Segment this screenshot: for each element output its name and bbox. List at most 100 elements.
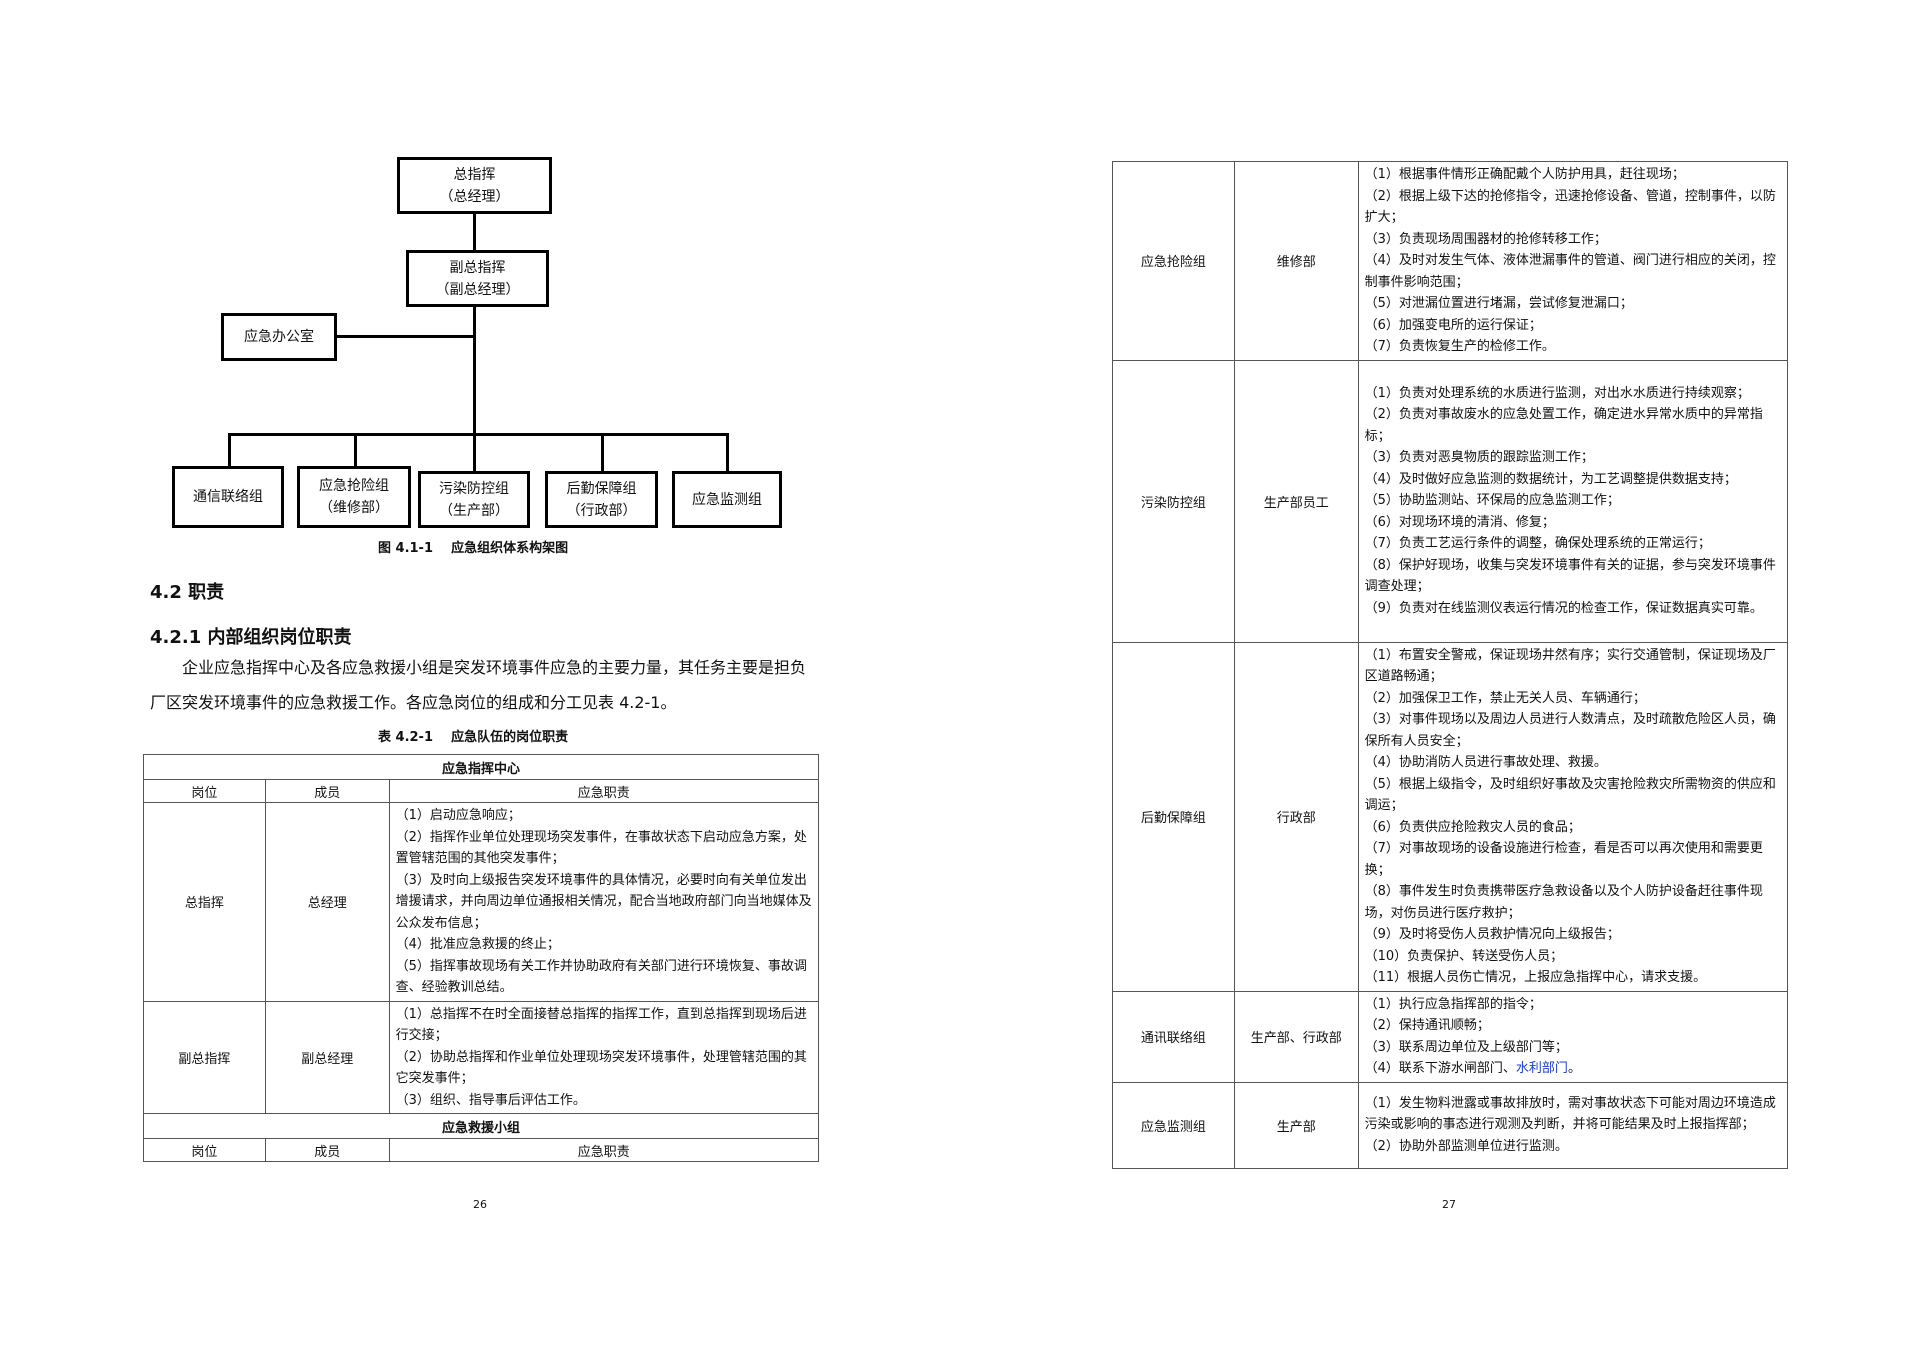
duty-item: （2）加强保卫工作，禁止无关人员、车辆通行； <box>1364 690 1646 706</box>
duty-item: （6）负责供应抢险救灾人员的食品； <box>1364 819 1581 835</box>
duty-item: （1）负责对处理系统的水质进行监测，对出水水质进行持续观察； <box>1364 385 1750 401</box>
org-box-title: 通信联络组 <box>193 489 263 505</box>
table-row: 污染防控组 生产部员工 （1）负责对处理系统的水质进行监测，对出水水质进行持续观… <box>1112 359 1789 643</box>
org-box-title: 应急监测组 <box>692 491 762 508</box>
duty-item: （5）指挥事故现场有关工作并协助政府有关部门进行环境恢复、事故调查、经验教训总结… <box>395 958 807 996</box>
duty-item: （9）负责对在线监测仪表运行情况的检查工作，保证数据真实可靠。 <box>1364 600 1763 616</box>
duty-table-continued: 应急抢险组 维修部 （1）根据事件情形正确配戴个人防护用具，赶往现场； （2）根… <box>1112 161 1789 1169</box>
connector-line <box>473 307 476 435</box>
page-27: 应急抢险组 维修部 （1）根据事件情形正确配戴个人防护用具，赶往现场； （2）根… <box>960 0 1920 1358</box>
duty-item: （10）负责保护、转送受伤人员； <box>1364 948 1564 964</box>
org-box-commander: 总指挥 （总经理） <box>397 157 552 214</box>
duty-item: （3）及时向上级报告突发环境事件的具体情况，必要时向有关单位发出增援请求，并向周… <box>395 872 812 931</box>
org-box-sub: （总经理） <box>439 188 510 205</box>
duty-item: （5）根据上级指令，及时组织好事故及灾害抢险救灾所需物资的供应和调运； <box>1364 776 1776 814</box>
org-box-sub: （维修部） <box>319 500 389 516</box>
duty-cell: （1）发生物料泄露或事故排放时，需对事故状态下可能对周边环境造成污染或影响的事态… <box>1357 1081 1789 1169</box>
org-box-sub: （行政部） <box>566 502 637 519</box>
duty-cell: （1）布置安全警戒，保证现场井然有序；实行交通管制，保证现场及厂区道路畅通； （… <box>1357 641 1789 992</box>
duty-item: （5）协助监测站、环保局的应急监测工作； <box>1364 493 1620 509</box>
table-row: 通讯联络组 生产部、行政部 （1）执行应急指挥部的指令； （2）保持通讯顺畅； … <box>1112 990 1789 1083</box>
org-box-group: 应急监测组 <box>672 471 782 528</box>
figure-caption: 图 4.1-1 应急组织体系构架图 <box>378 541 569 556</box>
duty-cell: （1）总指挥不在时全面接替总指挥的指挥工作，直到总指挥到现场后进行交接； （2）… <box>388 1000 820 1114</box>
member-cell: 行政部 <box>1233 641 1359 992</box>
org-box-office: 应急办公室 <box>221 313 337 361</box>
page-26: 总指挥 （总经理） 副总指挥 （副总经理） 应急办公室 通信联络组 应急抢险组 … <box>143 157 820 1211</box>
table-row: 总指挥 总经理 （1）启动应急响应； （2）指挥作业单位处理现场突发事件，在事故… <box>143 802 820 1002</box>
duty-item: （2）保持通讯顺畅； <box>1364 1018 1490 1033</box>
member-cell: 副总经理 <box>264 1000 390 1114</box>
connector-line <box>601 433 604 471</box>
duty-item: （7）负责恢复生产的检修工作。 <box>1364 339 1555 354</box>
table-row: 副总指挥 副总经理 （1）总指挥不在时全面接替总指挥的指挥工作，直到总指挥到现场… <box>143 1000 820 1114</box>
member-cell: 生产部、行政部 <box>1233 990 1359 1083</box>
table-header-row: 岗位 成员 应急职责 <box>143 1138 820 1162</box>
duty-text: （4）联系下游水闸部门、 <box>1364 1061 1516 1076</box>
duty-item: （2）指挥作业单位处理现场突发事件，在事故状态下启动应急方案，处置管辖范围的其他… <box>395 829 807 867</box>
duty-item: （8）保护好现场，收集与突发环境事件有关的证据，参与突发环境事件调查处理； <box>1364 557 1776 595</box>
post-cell: 应急抢险组 <box>1112 161 1235 361</box>
duty-item: （3）联系周边单位及上级部门等； <box>1364 1039 1568 1055</box>
duty-cell: （1）执行应急指挥部的指令； （2）保持通讯顺畅； （3）联系周边单位及上级部门… <box>1357 990 1789 1083</box>
duty-item: （3）组织、指导事后评估工作。 <box>395 1092 586 1108</box>
duty-item: （1）发生物料泄露或事故排放时，需对事故状态下可能对周边环境造成污染或影响的事态… <box>1364 1095 1776 1133</box>
duty-item: （4）及时对发生气体、液体泄漏事件的管道、阀门进行相应的关闭，控制事件影响范围； <box>1364 253 1776 290</box>
column-header: 成员 <box>264 1138 390 1162</box>
page-number: 26 <box>473 1198 487 1211</box>
page-number: 27 <box>1442 1198 1456 1211</box>
org-box-title: 总指挥 <box>453 166 496 183</box>
duty-item: （1）总指挥不在时全面接替总指挥的指挥工作，直到总指挥到现场后进行交接； <box>395 1006 807 1044</box>
section-title: 应急救援小组 <box>143 1113 819 1139</box>
connector-line <box>354 433 357 471</box>
org-box-deputy: 副总指挥 （副总经理） <box>406 250 549 307</box>
org-box-title: 副总指挥 <box>449 259 506 276</box>
org-box-group: 应急抢险组 （维修部） <box>297 466 411 528</box>
duty-item: （2）协助总指挥和作业单位处理现场突发环境事件，处理管辖范围的其它突发事件； <box>395 1049 807 1087</box>
duty-item: （8）事件发生时负责携带医疗急救设备以及个人防护设备赶往事件现场，对伤员进行医疗… <box>1364 884 1763 921</box>
section-title: 应急指挥中心 <box>143 754 819 780</box>
body-paragraph: 企业应急指挥中心及各应急救援小组是突发环境事件应急的主要力量，其任务主要是担负厂… <box>150 658 807 712</box>
column-header: 应急职责 <box>388 779 820 803</box>
duty-item: （3）对事件现场以及周边人员进行人数清点，及时疏散危险区人员，确保所有人员安全； <box>1364 712 1776 749</box>
org-box-sub: （副总经理） <box>435 281 520 298</box>
member-cell: 总经理 <box>264 802 390 1002</box>
table-caption: 表 4.2-1 应急队伍的岗位职责 <box>378 730 569 745</box>
duty-item: （7）负责工艺运行条件的调整，确保处理系统的正常运行； <box>1364 536 1711 552</box>
table-row: 后勤保障组 行政部 （1）布置安全警戒，保证现场井然有序；实行交通管制，保证现场… <box>1112 641 1789 992</box>
duty-item: （2）负责对事故废水的应急处置工作，确定进水异常水质中的异常指标； <box>1364 407 1763 444</box>
org-box-title: 应急办公室 <box>244 329 314 345</box>
duty-item: （1）根据事件情形正确配戴个人防护用具，赶往现场； <box>1364 167 1685 182</box>
org-box-group: 通信联络组 <box>172 466 284 528</box>
member-cell: 维修部 <box>1233 161 1359 361</box>
column-header: 岗位 <box>143 779 266 803</box>
org-box-group: 后勤保障组 （行政部） <box>545 471 658 528</box>
duty-item: （9）及时将受伤人员救护情况向上级报告； <box>1364 927 1620 942</box>
duty-item: （4）批准应急救援的终止； <box>395 937 560 952</box>
duty-item: （7）对事故现场的设备设施进行检查，看是否可以再次使用和需要更换； <box>1364 841 1763 878</box>
org-box-title: 污染防控组 <box>439 480 509 497</box>
duty-cell: （1）根据事件情形正确配戴个人防护用具，赶往现场； （2）根据上级下达的抢修指令… <box>1357 161 1789 361</box>
water-dept-link[interactable]: 水利部门 <box>1515 1061 1568 1076</box>
post-cell: 应急监测组 <box>1112 1081 1235 1169</box>
duty-item: （1）布置安全警戒，保证现场井然有序；实行交通管制，保证现场及厂区道路畅通； <box>1364 647 1776 685</box>
post-cell: 通讯联络组 <box>1112 990 1235 1083</box>
section-heading: 4.2 职责 <box>150 582 225 603</box>
duty-item: （11）根据人员伤亡情况，上报应急指挥中心，请求支援。 <box>1364 970 1707 985</box>
org-box-title: 应急抢险组 <box>319 478 389 494</box>
duty-item: （4）协助消防人员进行事故处理、救援。 <box>1364 755 1607 770</box>
post-cell: 总指挥 <box>143 802 266 1002</box>
table-row: 应急监测组 生产部 （1）发生物料泄露或事故排放时，需对事故状态下可能对周边环境… <box>1112 1081 1789 1169</box>
duty-item: （6）对现场环境的清消、修复； <box>1364 514 1555 530</box>
org-box-title: 后勤保障组 <box>566 480 637 497</box>
duty-item: （4）及时做好应急监测的数据统计，为工艺调整提供数据支持； <box>1364 471 1737 487</box>
connector-line <box>473 214 476 250</box>
duty-cell: （1）负责对处理系统的水质进行监测，对出水水质进行持续观察； （2）负责对事故废… <box>1357 359 1789 643</box>
table-header-row: 岗位 成员 应急职责 <box>143 779 820 803</box>
duty-cell: （1）启动应急响应； （2）指挥作业单位处理现场突发事件，在事故状态下启动应急方… <box>388 802 820 1002</box>
table-row: 应急抢险组 维修部 （1）根据事件情形正确配戴个人防护用具，赶往现场； （2）根… <box>1112 161 1789 361</box>
duty-item: （3）负责对恶臭物质的跟踪监测工作； <box>1364 450 1594 466</box>
duty-item: （6）加强变电所的运行保证； <box>1364 317 1542 333</box>
duty-item: （2）根据上级下达的抢修指令，迅速抢修设备、管道，控制事件，以防扩大； <box>1364 188 1776 226</box>
duty-item: （3）负责现场周围器材的抢修转移工作； <box>1364 231 1607 247</box>
